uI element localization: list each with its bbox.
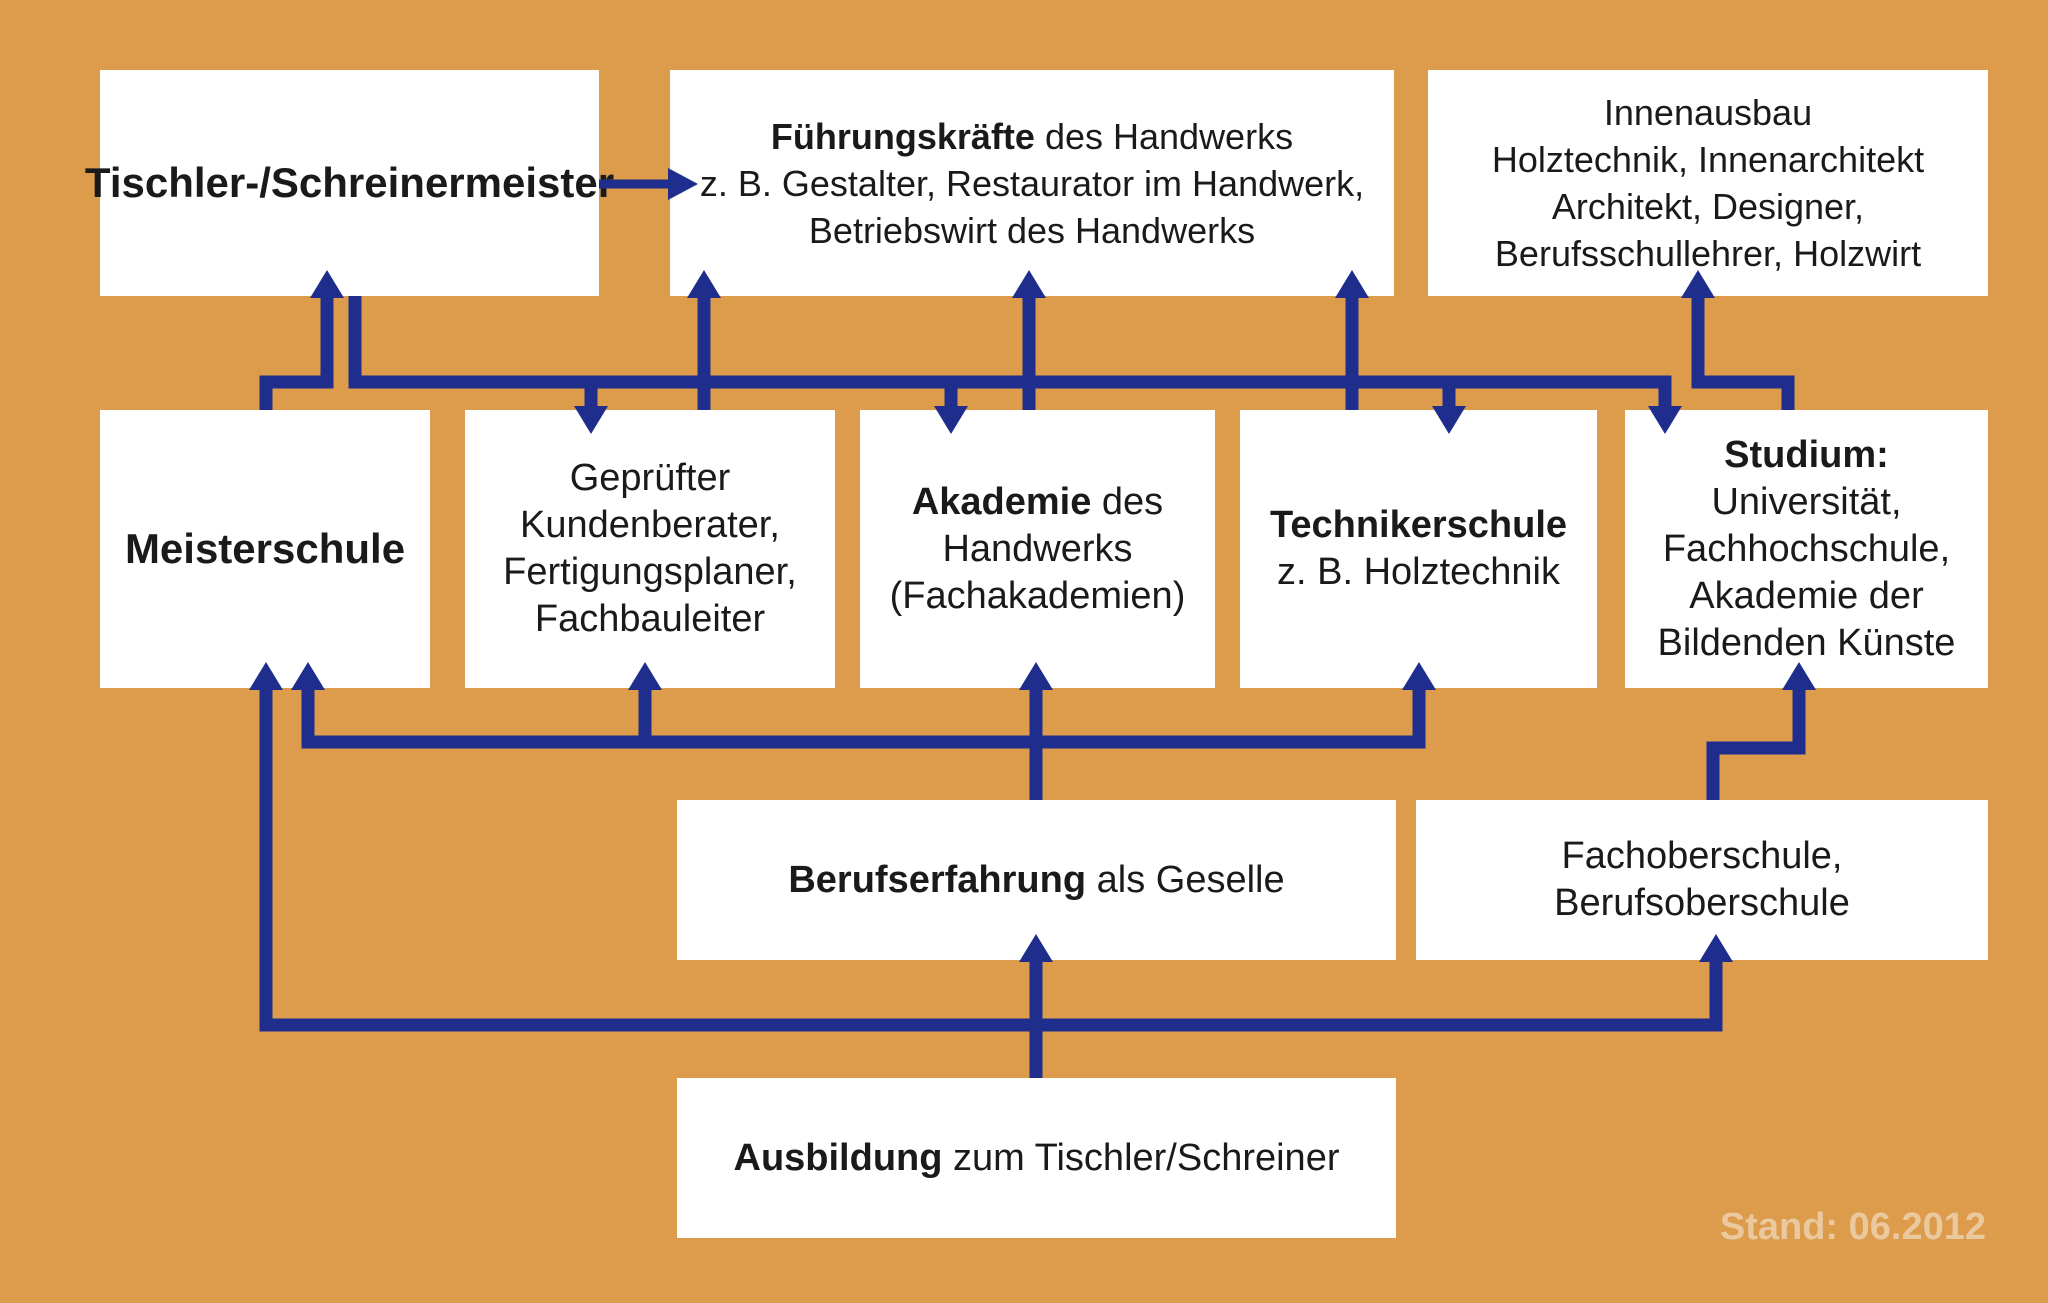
box-gepruefter-kundenberater: Geprüfter Kundenberater, Fertigungsplane… <box>465 410 835 688</box>
box-label: Geprüfter <box>569 457 731 499</box>
box-label: Architekt, Designer, <box>1551 186 1865 227</box>
arrow-fachoberschule-to-studium <box>1706 690 1806 800</box>
box-label: Fertigungsplaner, <box>503 551 797 593</box>
box-label: Akademie der <box>1689 574 1924 617</box>
box-label: Kundenberater, <box>520 504 780 546</box>
box-label: Führungskräfte des Handwerks <box>770 115 1294 157</box>
box-label: Innenausbau <box>1603 92 1813 133</box>
box-label: Ausbildung zum Tischler/Schreiner <box>733 1136 1340 1179</box>
box-label: Fachhochschule, <box>1662 527 1951 570</box>
box-fuehrungskraefte: Führungskräfte des Handwerks z. B. Gesta… <box>670 70 1394 296</box>
box-fachoberschule: Fachoberschule, Berufsoberschule <box>1416 800 1988 960</box>
stand-date-label: Stand: 06.2012 <box>1719 1206 1986 1248</box>
box-label: Berufsoberschule <box>1554 882 1850 924</box>
box-label: Tischler-/Schreinermeister <box>84 159 615 206</box>
box-studium: Studium: Universität, Fachhochschule, Ak… <box>1625 410 1988 688</box>
box-label: Berufserfahrung als Geselle <box>788 858 1285 901</box>
box-label: Handwerks <box>942 527 1133 570</box>
box-label: Akademie des <box>911 480 1164 523</box>
box-label: Fachbauleiter <box>534 598 766 640</box>
box-label: Betriebswirt des Handwerks <box>808 209 1256 251</box>
box-meisterschule: Meisterschule <box>100 410 430 688</box>
box-label: Meisterschule <box>124 525 406 572</box>
box-innenausbau-berufe: Innenausbau Holztechnik, Innenarchitekt … <box>1428 70 1988 296</box>
box-technikerschule: Technikerschule z. B. Holztechnik <box>1240 410 1597 688</box>
bus-meister-fortbildung <box>348 296 1672 406</box>
arrow-meisterschule-to-meister <box>259 298 334 410</box>
box-tischler-schreinermeister: Tischler-/Schreinermeister <box>85 70 614 296</box>
box-label: Studium: <box>1724 433 1889 476</box>
box-berufserfahrung: Berufserfahrung als Geselle <box>677 800 1396 960</box>
box-label: Holztechnik, Innenarchitekt <box>1491 139 1925 180</box>
box-akademie-des-handwerks: Akademie des Handwerks (Fachakademien) <box>860 410 1215 688</box>
box-label: Universität, <box>1711 480 1902 523</box>
box-label: Bildenden Künste <box>1657 621 1956 664</box>
box-label: Berufsschullehrer, Holzwirt <box>1494 233 1922 274</box>
bus-berufserfahrung <box>301 690 1426 749</box>
box-label: (Fachakademien) <box>889 574 1186 617</box>
box-label: Fachoberschule, <box>1561 835 1843 877</box>
box-ausbildung: Ausbildung zum Tischler/Schreiner <box>677 1078 1396 1238</box>
box-label: z. B. Holztechnik <box>1277 551 1560 593</box>
box-label: Technikerschule <box>1269 504 1568 546</box>
arrow-studium-to-innenausbau <box>1691 298 1795 410</box>
box-label: z. B. Gestalter, Restaurator im Handwerk… <box>699 162 1365 204</box>
